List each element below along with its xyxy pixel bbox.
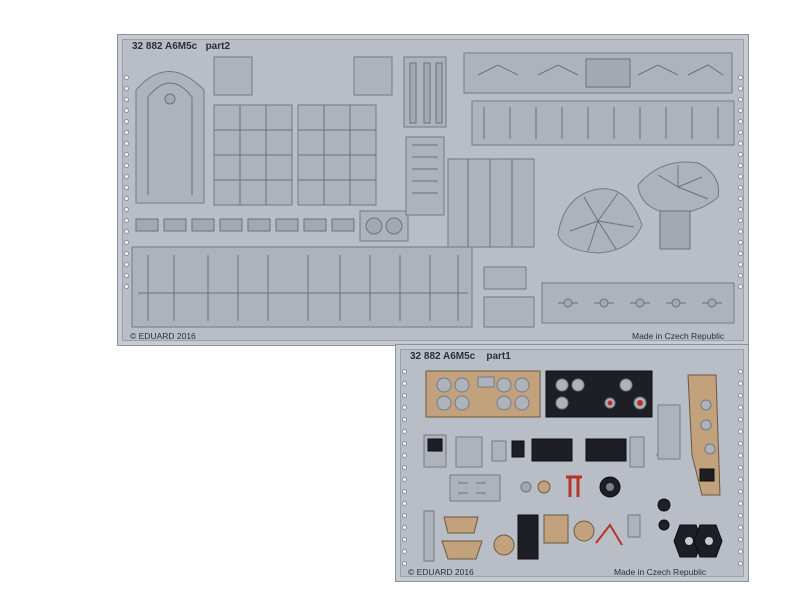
seat-frame-right [353,56,393,96]
photo-etch-fret-part1: 32 882 A6M5c part1 © EDUARD 2016 Made in… [395,344,749,582]
gauge-row [423,434,645,468]
harness-strip-set [131,246,473,328]
harness-buckles [657,498,723,558]
pedal-set [541,282,735,324]
seat-pan-small [637,161,720,250]
fret-part2-parts [131,52,735,328]
hinge-row [463,52,733,94]
photo-etch-fret-part2: 32 882 A6M5c part2 © EDUARD 2016 Made in… [117,34,749,346]
round-bracket-pair [359,210,409,242]
seat-back-panel [135,71,205,204]
instrument-panel-tan [425,370,541,418]
oxygen-panel-tan [573,514,641,546]
fret-copyright: © EDUARD 2016 [408,567,474,577]
fret-made-in: Made in Czech Republic [614,567,707,577]
fret-edge-holes-right [738,369,743,566]
fret-copyright: © EDUARD 2016 [130,331,196,341]
side-console-tan [687,374,721,496]
fret-edge-holes-left [124,75,129,289]
fret-made-in: Made in Czech Republic [632,331,725,341]
seat-frame-left [213,56,293,206]
seat-pan-large [557,188,643,254]
fret-title: 32 882 A6M5c part2 [132,41,231,52]
fret-edge-holes-right [738,75,743,289]
switch-panel [449,474,621,502]
fret-title: 32 882 A6M5c part1 [410,351,511,362]
fret-part1-parts [423,370,723,562]
small-clips [483,266,535,328]
bracket-row [471,100,735,146]
radio-panel-black [517,514,569,560]
throttle-lever [656,404,681,460]
seat-frame-center [297,104,377,206]
side-panel-set [447,158,535,248]
small-plate-row [135,218,355,232]
fret-edge-holes-left [402,369,407,566]
instrument-panel-black [545,370,653,418]
control-rod-strips [403,56,447,216]
rudder-pedals-tan [423,510,515,562]
